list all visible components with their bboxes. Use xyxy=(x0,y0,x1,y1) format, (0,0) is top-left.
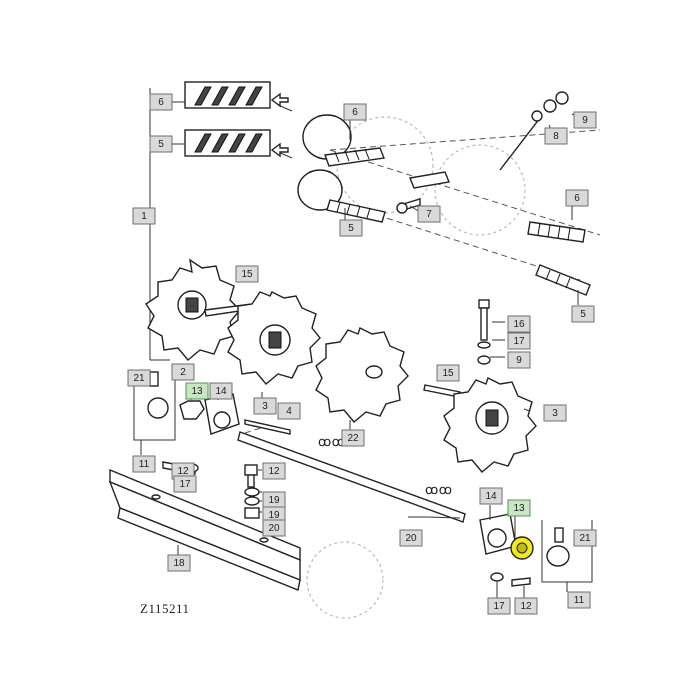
callout-4: 4 xyxy=(277,402,301,420)
callout-15: 15 xyxy=(436,364,460,382)
auger-blade-lower xyxy=(184,129,271,157)
callout-number: 12 xyxy=(520,601,532,612)
callout-number: 3 xyxy=(262,401,268,412)
callout-number: 17 xyxy=(493,601,505,612)
callout-6: 6 xyxy=(149,93,173,111)
callout-13: 13 xyxy=(185,382,209,400)
callout-number: 13 xyxy=(513,503,525,514)
callout-number: 8 xyxy=(553,131,559,142)
callout-number: 3 xyxy=(552,408,558,419)
callout-number: 14 xyxy=(485,491,497,502)
cross-shaft-20 xyxy=(237,431,466,523)
arrow-icon xyxy=(270,92,289,108)
callout-number: 5 xyxy=(580,309,586,320)
auger-blade-top xyxy=(184,81,271,109)
callout-number: 19 xyxy=(268,495,280,506)
callout-number: 13 xyxy=(191,386,203,397)
callout-number: 17 xyxy=(513,336,525,347)
callout-5: 5 xyxy=(571,305,595,323)
callout-number: 22 xyxy=(347,433,359,444)
faint-sprocket-lower xyxy=(306,541,384,619)
callout-14: 14 xyxy=(209,382,233,400)
callout-14: 14 xyxy=(479,487,503,505)
small-bolt-4 xyxy=(244,419,291,435)
callout-9: 9 xyxy=(573,111,597,129)
callout-22: 22 xyxy=(341,429,365,447)
callout-3: 3 xyxy=(543,404,567,422)
upper-sprocket-ghost xyxy=(297,114,526,236)
sprocket-3 xyxy=(443,377,537,473)
callout-6: 6 xyxy=(565,189,589,207)
callout-11: 11 xyxy=(567,591,591,609)
callout-number: 20 xyxy=(268,523,280,534)
callout-15: 15 xyxy=(235,265,259,283)
bolt-16 xyxy=(477,299,491,365)
callout-18: 18 xyxy=(167,554,191,572)
callout-number: 21 xyxy=(133,373,145,384)
callout-number: 14 xyxy=(215,386,227,397)
callout-5: 5 xyxy=(339,219,363,237)
callout-number: 15 xyxy=(241,269,253,280)
sprocket-22 xyxy=(315,327,409,423)
callout-number: 4 xyxy=(286,406,292,417)
callout-20: 20 xyxy=(399,529,423,547)
callout-number: 9 xyxy=(582,115,588,126)
callout-number: 12 xyxy=(177,466,189,477)
callout-number: 20 xyxy=(405,533,417,544)
callout-number: 7 xyxy=(426,209,432,220)
callout-number: 5 xyxy=(348,223,354,234)
frame-rail-18 xyxy=(108,468,301,591)
drawing-code: Z115211 xyxy=(140,601,189,616)
callout-number: 11 xyxy=(574,595,585,606)
callout-number: 21 xyxy=(579,533,591,544)
callout-17: 17 xyxy=(173,475,197,493)
callout-12: 12 xyxy=(262,462,286,480)
callout-16: 16 xyxy=(507,315,531,333)
callout-1: 1 xyxy=(132,207,156,225)
callout-5: 5 xyxy=(149,135,173,153)
callout-3: 3 xyxy=(253,397,277,415)
callout-number: 6 xyxy=(352,107,358,118)
bolt-stack-12-19-20 xyxy=(244,464,260,519)
callout-number: 16 xyxy=(513,319,525,330)
washers-8-9 xyxy=(499,91,569,171)
callout-number: 2 xyxy=(180,367,186,378)
callout-number: 12 xyxy=(268,466,280,477)
callout-number: 11 xyxy=(139,459,150,470)
callout-number: 9 xyxy=(516,355,522,366)
callout-number: 6 xyxy=(574,193,580,204)
callout-13: 13 xyxy=(507,499,531,517)
callout-number: 19 xyxy=(268,510,280,521)
sprocket-left xyxy=(145,258,241,361)
callout-number: 17 xyxy=(179,479,191,490)
callout-9: 9 xyxy=(507,351,531,369)
stamp-mark-2: ꝏꝏ xyxy=(425,482,452,497)
callout-number: 15 xyxy=(442,368,454,379)
callout-number: 18 xyxy=(173,558,185,569)
callout-17: 17 xyxy=(487,597,511,615)
callout-17: 17 xyxy=(507,332,531,350)
callout-number: 1 xyxy=(141,211,147,222)
callout-11: 11 xyxy=(132,455,156,473)
auger-flight-sections xyxy=(324,147,591,296)
callout-20: 20 xyxy=(262,519,286,537)
callout-number: 5 xyxy=(158,139,164,150)
callout-2: 2 xyxy=(171,363,195,381)
arrow-icon xyxy=(270,142,289,158)
callout-6: 6 xyxy=(343,103,367,121)
callout-7: 7 xyxy=(417,205,441,223)
callout-21: 21 xyxy=(573,529,597,547)
callout-19: 19 xyxy=(262,491,286,509)
callout-8: 8 xyxy=(544,127,568,145)
callout-21: 21 xyxy=(127,369,151,387)
callout-12: 12 xyxy=(514,597,538,615)
bearing-group-right xyxy=(479,513,593,587)
bolt-7 xyxy=(396,198,421,214)
sprocket-2 xyxy=(227,291,321,385)
callout-number: 6 xyxy=(158,97,164,108)
